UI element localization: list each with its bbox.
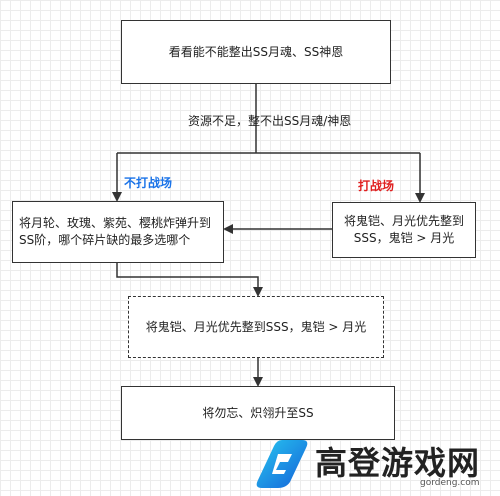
node-top: 看看能不能整出SS月魂、SS神恩 xyxy=(121,20,391,84)
brand-url: gordeng.com xyxy=(420,478,480,488)
node-bottom: 将勿忘、炽翎升至SS xyxy=(121,386,395,440)
edge-label-left: 不打战场 xyxy=(124,176,173,190)
node-dashed: 将鬼铠、月光优先整到SSS，鬼铠 > 月光 xyxy=(128,296,384,358)
edge-label-main: 资源不足，整不出SS月魂/神恩 xyxy=(188,114,352,128)
brand-logo-icon xyxy=(256,440,308,488)
node-right: 将鬼铠、月光优先整到SSS，鬼铠 > 月光 xyxy=(332,202,476,258)
node-left: 将月轮、玫瑰、紫苑、樱桃炸弹升到SS阶，哪个碎片缺的最多选哪个 xyxy=(12,201,224,263)
edge-label-right: 打战场 xyxy=(358,179,395,193)
brand-name: 高登游戏网 xyxy=(315,444,481,482)
